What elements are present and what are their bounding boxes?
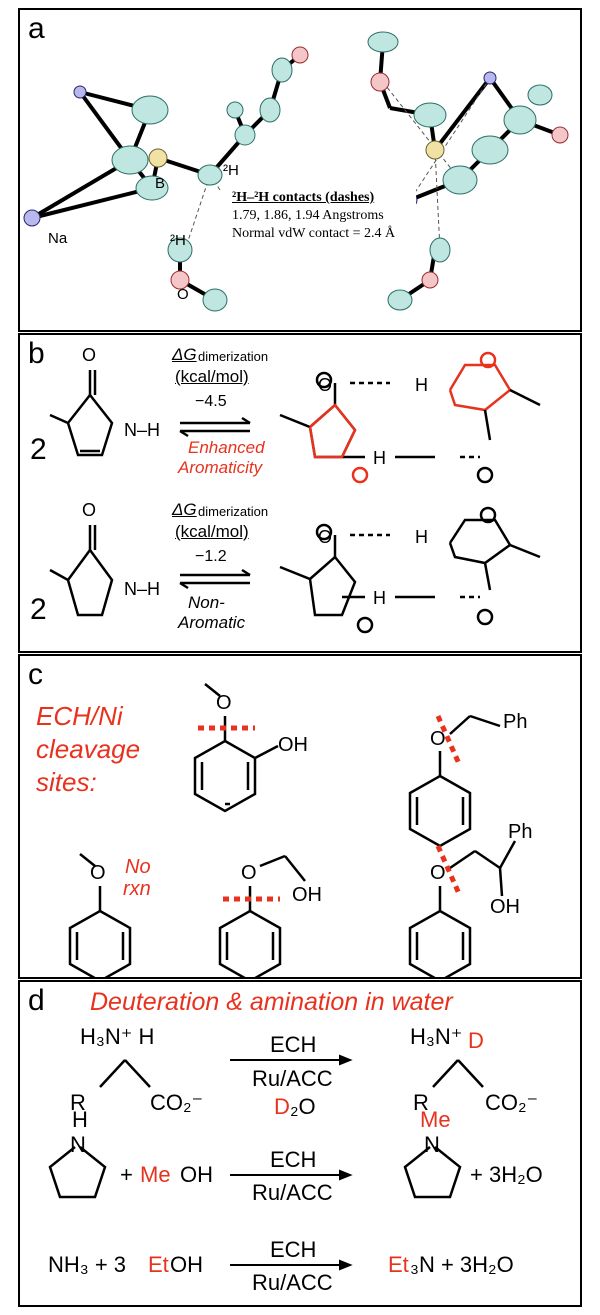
crystal-structure-diagram bbox=[23, 31, 569, 312]
reaction-arrows bbox=[48, 1054, 484, 1271]
d3-arrow-top: ECH bbox=[270, 1237, 317, 1262]
no-rxn-2: rxn bbox=[123, 878, 151, 900]
cleavage-title-1: ECH/Ni bbox=[36, 701, 123, 731]
o-phenylethanol: O bbox=[430, 862, 446, 884]
ph-phenylethanol: Ph bbox=[508, 821, 533, 843]
d1-solvent-rest: ₂O bbox=[290, 1094, 316, 1119]
note-non: Non- bbox=[188, 593, 225, 612]
nh-label-2: N–H bbox=[124, 579, 161, 599]
d1-solvent-d: D bbox=[274, 1094, 290, 1119]
d2-n: N bbox=[70, 1132, 86, 1157]
o-guaiacol: O bbox=[216, 692, 232, 714]
d3-rhs: ₃N + 3H₂O bbox=[410, 1252, 514, 1277]
atom-label-o: O bbox=[177, 286, 189, 303]
dg-sub-2: dimerization bbox=[198, 504, 269, 519]
dg-sub-1: dimerization bbox=[198, 349, 269, 364]
d3-et: Et bbox=[148, 1252, 169, 1277]
atom-label-2h-top: ²H bbox=[223, 162, 239, 179]
d1-reactant-top: H₃N⁺ H bbox=[80, 1024, 155, 1049]
oh-guaiacol: OH bbox=[278, 734, 308, 756]
note-aromatic: Aromatic bbox=[178, 613, 246, 632]
d1-product-d: D bbox=[468, 1028, 484, 1053]
panel-a: a bbox=[18, 8, 582, 332]
d2-oh: OH bbox=[180, 1162, 213, 1187]
d1-product-r: R bbox=[413, 1090, 429, 1115]
o-label-2: O bbox=[82, 500, 97, 520]
cleavage-structures bbox=[68, 683, 517, 977]
h-label-p2: H bbox=[415, 527, 428, 547]
o-label-p2: O bbox=[318, 527, 333, 547]
unit-label-1: (kcal/mol) bbox=[175, 367, 249, 386]
atom-label-b: B bbox=[155, 175, 166, 192]
d3-lhs1: NH₃ + 3 bbox=[48, 1252, 127, 1277]
d1-arrow-top: ECH bbox=[270, 1032, 317, 1057]
d2-arrow-top: ECH bbox=[270, 1147, 317, 1172]
dg-value-1: −4.5 bbox=[195, 393, 227, 410]
d2-plus: + bbox=[120, 1162, 133, 1187]
h-label-p2b: H bbox=[373, 588, 386, 608]
contacts-vdw: Normal vdW contact = 2.4 Å bbox=[232, 226, 396, 241]
d1-product-co2: CO₂⁻ bbox=[485, 1090, 539, 1115]
d2-product-me: Me bbox=[420, 1107, 451, 1132]
h-label-p1: H bbox=[415, 375, 428, 395]
o-label-p1: O bbox=[318, 375, 333, 395]
dimerization-scheme bbox=[49, 351, 541, 634]
coef-1: 2 bbox=[30, 433, 47, 466]
atom-label-2h-bottom: ²H bbox=[170, 232, 186, 249]
dg-label-1: ΔG bbox=[172, 345, 197, 364]
contacts-distances: 1.79, 1.86, 1.94 Angstroms bbox=[232, 208, 384, 223]
d1-arrow-bottom: Ru/ACC bbox=[252, 1066, 333, 1091]
d3-rhs-et: Et bbox=[388, 1252, 409, 1277]
d1-product-top: H₃N⁺ bbox=[410, 1024, 463, 1049]
panel-letter-d: d bbox=[28, 984, 45, 1017]
unit-label-2: (kcal/mol) bbox=[175, 522, 249, 541]
note-enhanced: Enhanced bbox=[188, 438, 265, 457]
o-label-1: O bbox=[82, 345, 97, 365]
coef-2: 2 bbox=[30, 593, 47, 626]
cleavage-title-2: cleavage bbox=[36, 734, 141, 764]
h-label-p1b: H bbox=[373, 448, 386, 468]
panel-letter-c: c bbox=[28, 658, 43, 691]
dg-label-2: ΔG bbox=[172, 500, 197, 519]
panel-letter-b: b bbox=[28, 337, 45, 370]
no-rxn-1: No bbox=[125, 856, 151, 878]
panel-b: b bbox=[18, 333, 582, 653]
o-phenoxyethanol: O bbox=[241, 862, 257, 884]
d2-nh: H bbox=[72, 1107, 88, 1132]
oh-phenylethanol: OH bbox=[490, 896, 520, 918]
panel-d: d Deuteration & amination in water H₃N⁺ … bbox=[18, 980, 582, 1307]
note-aromaticity: Aromaticity bbox=[178, 458, 263, 477]
d2-product-n: N bbox=[424, 1132, 440, 1157]
oh-phenoxyethanol: OH bbox=[292, 884, 322, 906]
o-ether: O bbox=[430, 728, 446, 750]
panel-letter-a: a bbox=[28, 12, 45, 45]
atom-label-na: Na bbox=[48, 230, 68, 247]
panel-d-title: Deuteration & amination in water bbox=[90, 988, 453, 1016]
cleavage-title-3: sites: bbox=[36, 767, 97, 797]
nh-label-1: N–H bbox=[124, 420, 161, 440]
contacts-title: ²H–²H contacts (dashes) bbox=[232, 190, 375, 205]
d1-reactant-r: R bbox=[70, 1090, 86, 1115]
d2-product-rest: + 3H₂O bbox=[470, 1162, 543, 1187]
d3-arrow-bottom: Ru/ACC bbox=[252, 1270, 333, 1295]
o-anisole: O bbox=[90, 862, 106, 884]
d1-reactant-co2: CO₂⁻ bbox=[150, 1090, 204, 1115]
dg-value-2: −1.2 bbox=[195, 548, 227, 565]
ph-ether: Ph bbox=[503, 711, 528, 733]
d2-arrow-bottom: Ru/ACC bbox=[252, 1180, 333, 1205]
panel-c: c ECH/Ni cleavage sites: bbox=[18, 654, 582, 979]
d2-me: Me bbox=[140, 1162, 171, 1187]
d3-lhs2: OH bbox=[170, 1252, 203, 1277]
